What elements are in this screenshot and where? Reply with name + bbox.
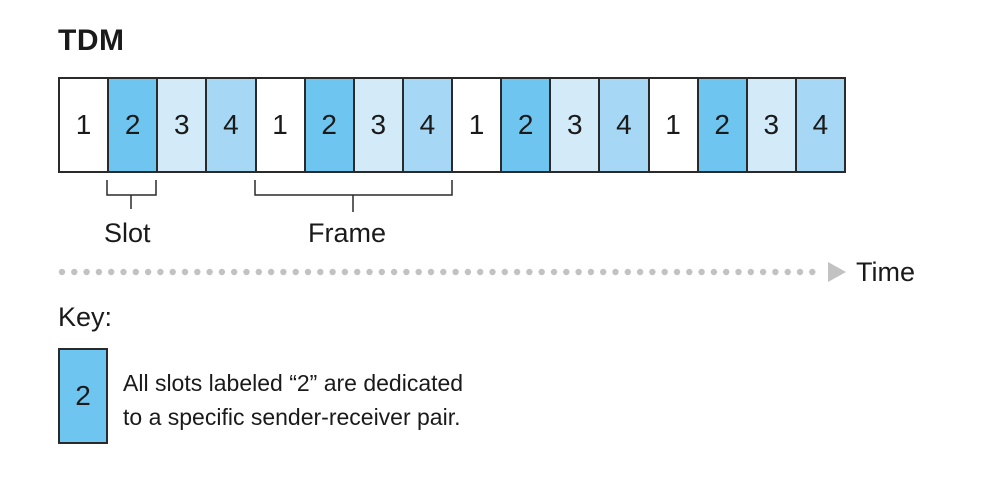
time-dot bbox=[735, 268, 742, 276]
time-dot bbox=[784, 268, 791, 276]
time-dot bbox=[354, 268, 361, 276]
time-dot bbox=[157, 268, 164, 276]
time-dot bbox=[624, 268, 631, 276]
time-dot bbox=[538, 268, 545, 276]
time-dot bbox=[440, 268, 447, 276]
slot-label: Slot bbox=[104, 218, 151, 248]
time-arrow bbox=[58, 268, 816, 276]
slot-11: 3 bbox=[551, 79, 601, 171]
time-dot bbox=[698, 268, 705, 276]
time-dot bbox=[317, 268, 324, 276]
slot-2: 2 bbox=[109, 79, 159, 171]
time-dot bbox=[132, 268, 139, 276]
time-arrowhead-icon bbox=[828, 262, 846, 282]
time-dot bbox=[575, 268, 582, 276]
time-dot bbox=[452, 268, 459, 276]
time-dot bbox=[587, 268, 595, 276]
time-dot bbox=[415, 268, 422, 276]
time-dot bbox=[378, 268, 385, 276]
time-dot bbox=[427, 268, 435, 276]
slot-9: 1 bbox=[453, 79, 503, 171]
time-dot bbox=[218, 268, 226, 276]
key-description-line-2: to a specific sender-receiver pair. bbox=[123, 404, 461, 430]
time-dot bbox=[341, 268, 349, 276]
time-dot bbox=[600, 268, 607, 276]
time-dot bbox=[366, 268, 373, 276]
time-dot bbox=[71, 268, 78, 276]
time-dot bbox=[267, 268, 275, 276]
time-dot bbox=[661, 268, 668, 276]
frame-bracket bbox=[254, 180, 453, 212]
slot-3: 3 bbox=[158, 79, 208, 171]
time-dot bbox=[169, 268, 176, 276]
time-dot bbox=[329, 268, 336, 276]
key-swatch: 2 bbox=[58, 348, 108, 444]
time-dot bbox=[280, 268, 287, 276]
slot-5: 1 bbox=[256, 79, 306, 171]
time-dot bbox=[673, 268, 681, 276]
slot-7: 3 bbox=[354, 79, 404, 171]
time-dot bbox=[489, 268, 496, 276]
slot-1: 1 bbox=[60, 79, 110, 171]
time-dot bbox=[206, 268, 213, 276]
key-title: Key: bbox=[58, 302, 113, 332]
slot-13: 1 bbox=[649, 79, 699, 171]
time-dot bbox=[108, 268, 115, 276]
time-dot bbox=[464, 268, 472, 276]
time-dot bbox=[686, 268, 693, 276]
frame-label: Frame bbox=[308, 218, 387, 248]
time-dot bbox=[390, 268, 398, 276]
key-description: All slots labeled “2” are dedicated to a… bbox=[123, 366, 463, 434]
time-dot bbox=[181, 268, 189, 276]
time-dot bbox=[292, 268, 299, 276]
time-dot bbox=[144, 268, 152, 276]
time-dot bbox=[243, 268, 250, 276]
time-dot bbox=[563, 268, 570, 276]
time-dot bbox=[796, 268, 804, 276]
time-dot bbox=[255, 268, 262, 276]
slot-8: 4 bbox=[403, 79, 453, 171]
time-dot bbox=[83, 268, 90, 276]
slot-16: 4 bbox=[796, 79, 844, 171]
slot-15: 3 bbox=[747, 79, 797, 171]
time-dot bbox=[772, 268, 779, 276]
slot-bracket bbox=[106, 180, 157, 209]
time-dot bbox=[231, 268, 238, 276]
time-dot bbox=[759, 268, 767, 276]
time-dot bbox=[710, 268, 718, 276]
slot-10: 2 bbox=[502, 79, 552, 171]
time-dot bbox=[747, 268, 754, 276]
slot-6: 2 bbox=[305, 79, 355, 171]
diagram-title: TDM bbox=[58, 24, 125, 57]
key-description-line-1: All slots labeled “2” are dedicated bbox=[123, 370, 464, 396]
time-dot bbox=[194, 268, 201, 276]
time-dot bbox=[403, 268, 410, 276]
slot-4: 4 bbox=[207, 79, 257, 171]
time-dot bbox=[120, 268, 127, 276]
time-dot bbox=[501, 268, 508, 276]
time-dot bbox=[58, 268, 66, 276]
time-dot bbox=[636, 268, 644, 276]
time-dot bbox=[612, 268, 619, 276]
time-dot bbox=[723, 268, 730, 276]
time-dot bbox=[477, 268, 484, 276]
time-dot bbox=[550, 268, 558, 276]
time-label: Time bbox=[856, 257, 915, 287]
time-dot bbox=[95, 268, 103, 276]
time-dot bbox=[649, 268, 656, 276]
slot-14: 2 bbox=[698, 79, 748, 171]
time-dot bbox=[809, 268, 816, 276]
time-dot bbox=[304, 268, 312, 276]
slot-12: 4 bbox=[600, 79, 650, 171]
time-dot bbox=[513, 268, 521, 276]
time-dot bbox=[526, 268, 533, 276]
